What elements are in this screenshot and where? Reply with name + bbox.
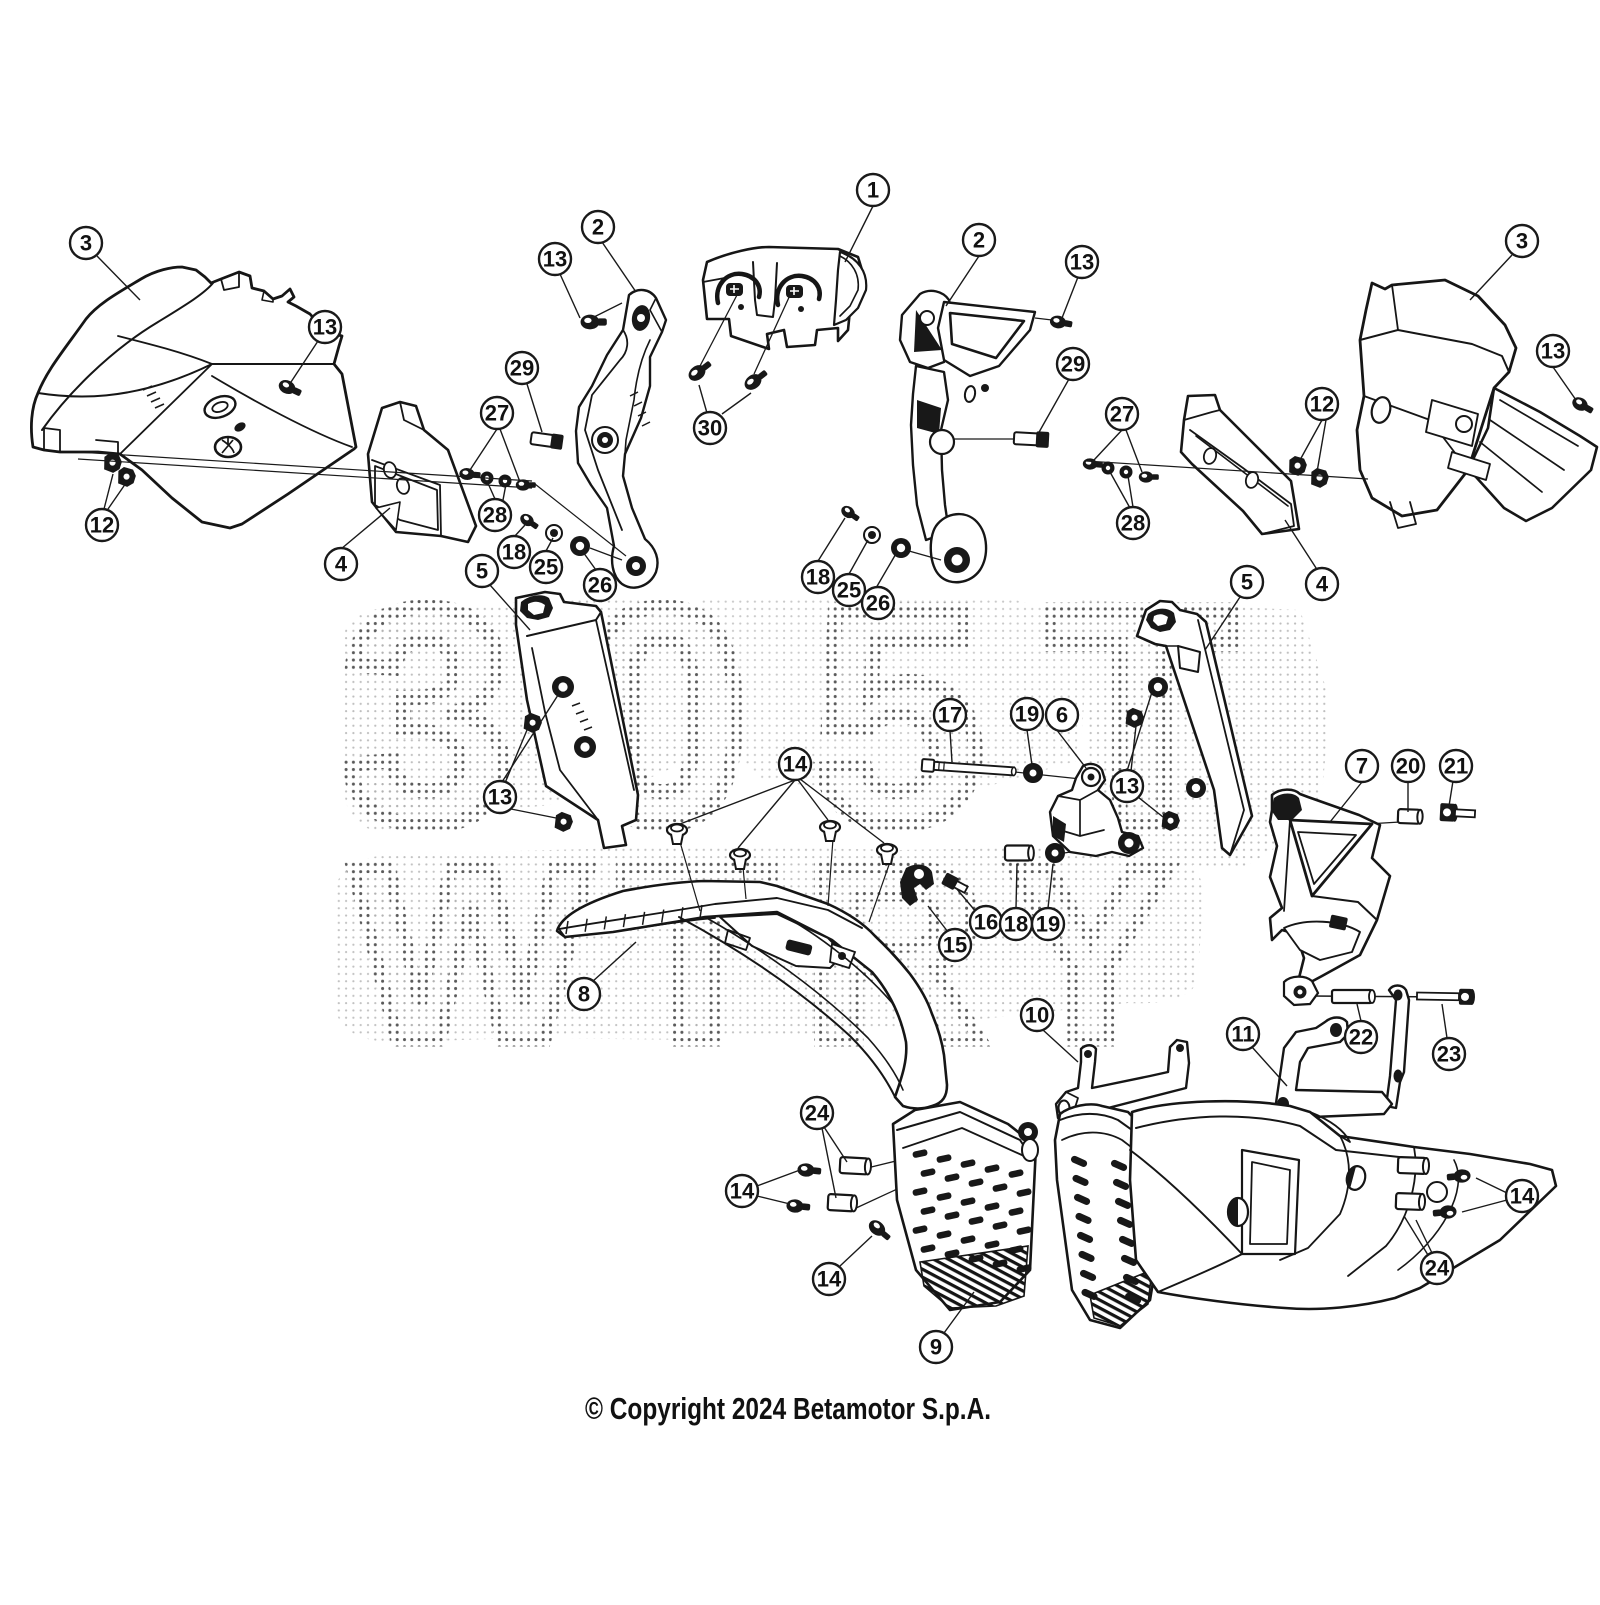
svg-text:7: 7 — [1356, 754, 1368, 779]
svg-text:14: 14 — [817, 1267, 842, 1292]
svg-text:25: 25 — [534, 555, 558, 580]
svg-text:13: 13 — [543, 247, 567, 272]
svg-text:18: 18 — [806, 565, 830, 590]
svg-text:12: 12 — [1310, 392, 1334, 417]
svg-text:4: 4 — [335, 552, 348, 577]
svg-text:19: 19 — [1036, 912, 1060, 937]
svg-text:29: 29 — [510, 356, 534, 381]
svg-text:18: 18 — [502, 540, 526, 565]
svg-text:30: 30 — [698, 416, 722, 441]
svg-text:23: 23 — [1437, 1042, 1461, 1067]
svg-text:24: 24 — [805, 1101, 830, 1126]
svg-text:27: 27 — [1110, 402, 1134, 427]
svg-text:2: 2 — [592, 215, 604, 240]
svg-text:3: 3 — [80, 231, 92, 256]
svg-text:18: 18 — [1004, 912, 1028, 937]
svg-text:2: 2 — [973, 228, 985, 253]
svg-text:13: 13 — [1115, 774, 1139, 799]
svg-text:14: 14 — [730, 1179, 755, 1204]
svg-text:25: 25 — [837, 578, 861, 603]
svg-text:6: 6 — [1056, 703, 1068, 728]
svg-text:21: 21 — [1444, 754, 1468, 779]
svg-text:16: 16 — [974, 910, 998, 935]
svg-text:22: 22 — [1349, 1025, 1373, 1050]
svg-text:13: 13 — [1070, 250, 1094, 275]
svg-text:27: 27 — [485, 401, 509, 426]
svg-text:13: 13 — [488, 785, 512, 810]
svg-text:29: 29 — [1061, 352, 1085, 377]
svg-text:© Copyright 2024 Betamotor S.p: © Copyright 2024 Betamotor S.p.A. — [585, 1391, 991, 1426]
svg-text:5: 5 — [1241, 570, 1253, 595]
svg-text:5: 5 — [476, 559, 488, 584]
svg-text:24: 24 — [1425, 1256, 1450, 1281]
svg-text:13: 13 — [1541, 339, 1565, 364]
svg-text:10: 10 — [1025, 1003, 1049, 1028]
svg-text:11: 11 — [1231, 1022, 1254, 1047]
svg-text:28: 28 — [483, 503, 507, 528]
svg-text:17: 17 — [938, 703, 962, 728]
svg-text:1: 1 — [867, 178, 879, 203]
svg-text:4: 4 — [1316, 572, 1329, 597]
svg-text:19: 19 — [1015, 702, 1039, 727]
svg-text:13: 13 — [313, 315, 337, 340]
svg-text:15: 15 — [943, 933, 967, 958]
svg-text:26: 26 — [588, 573, 612, 598]
svg-text:3: 3 — [1516, 229, 1528, 254]
svg-text:8: 8 — [578, 982, 590, 1007]
svg-text:26: 26 — [866, 591, 890, 616]
svg-text:12: 12 — [90, 513, 114, 538]
svg-text:14: 14 — [1510, 1184, 1535, 1209]
svg-text:28: 28 — [1121, 511, 1145, 536]
svg-text:20: 20 — [1396, 754, 1420, 779]
svg-text:14: 14 — [783, 752, 808, 777]
svg-text:9: 9 — [930, 1335, 942, 1360]
